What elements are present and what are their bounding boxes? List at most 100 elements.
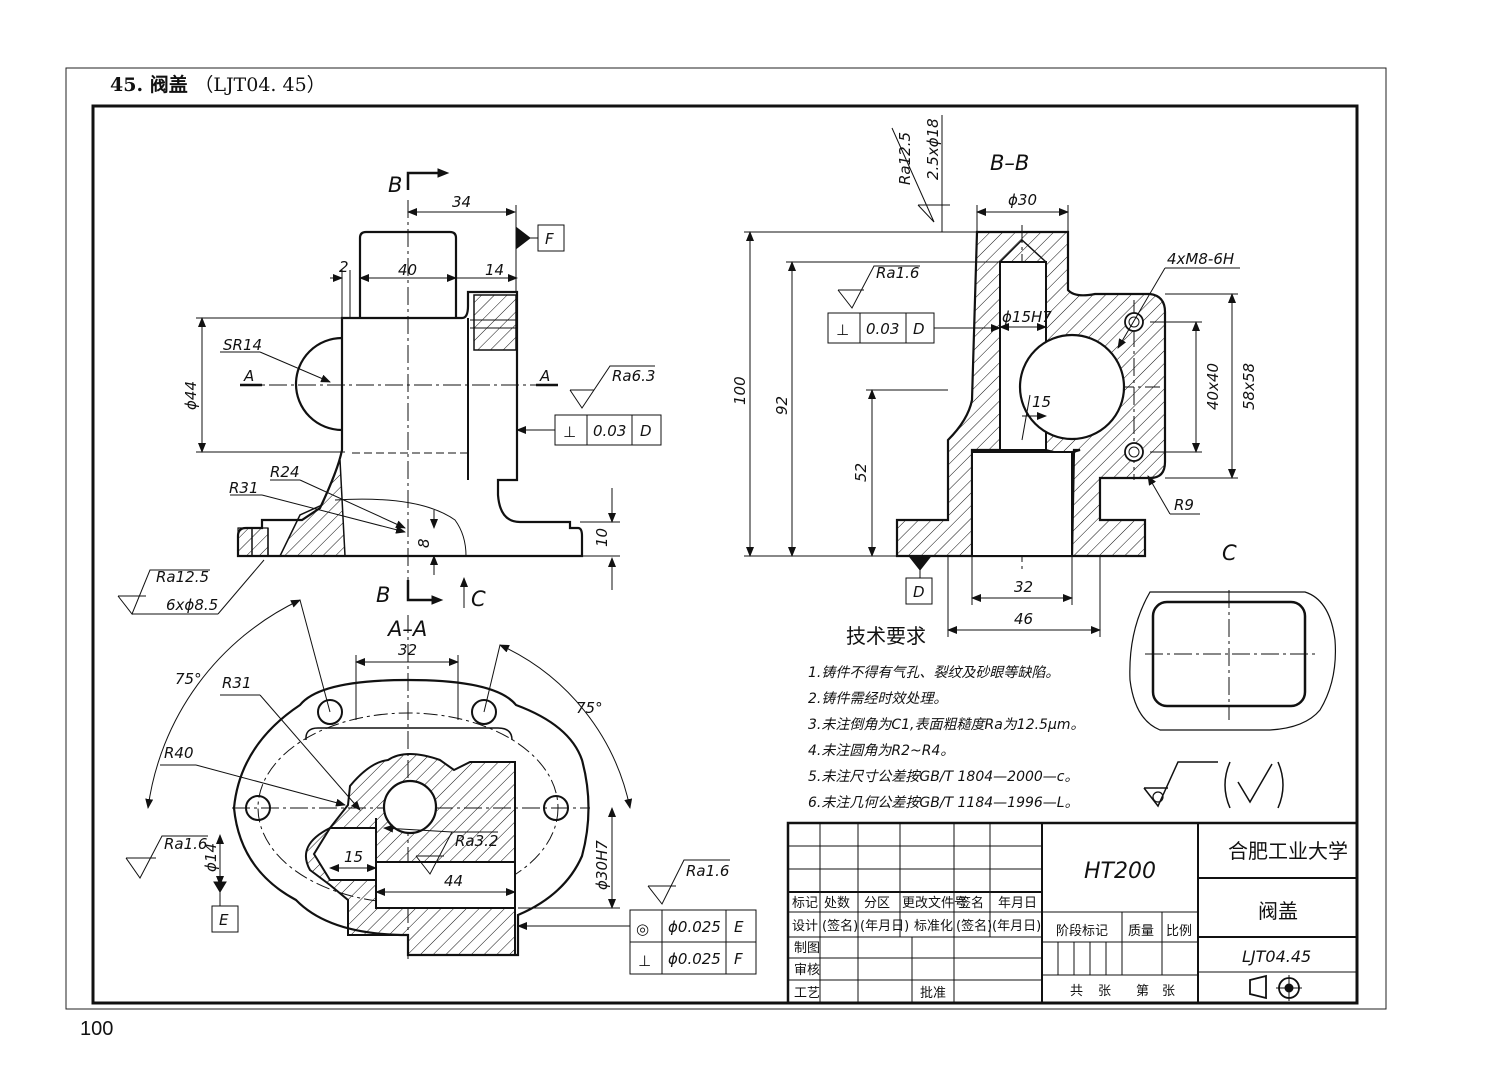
tech-req-title: 技术要求 [846, 624, 926, 648]
heading-number: 45. [110, 74, 144, 96]
view-c [1129, 590, 1337, 809]
material-label: HT200 [1084, 859, 1156, 884]
datum-e-label: E [219, 911, 229, 929]
hdr-change-doc: 更改文件号 [902, 896, 967, 911]
dim-34: 34 [452, 193, 471, 211]
technical-requirements: 技术要求 1.铸件不得有气孔、裂纹及砂眼等缺陷。 2.铸件需经时效处理。 3.未… [808, 624, 1085, 811]
section-a-right: A [539, 367, 550, 385]
section-b-label-bottom: B [376, 583, 390, 607]
roughness-bore-ra1-6: Ra1.6 [876, 264, 919, 282]
aa-tol1-datum: E [734, 918, 744, 936]
dim-40x40: 40x40 [1204, 363, 1222, 410]
drawing-number: LJT04.45 [1242, 947, 1311, 966]
dim-15-aa: 15 [344, 848, 363, 866]
section-aa-dimensions [125, 599, 757, 975]
sheets-unit-2: 张 [1162, 984, 1175, 999]
scale-label: 比例 [1166, 924, 1192, 939]
approve-label: 批准 [920, 986, 946, 1001]
section-bb-labels: B–B ϕ30 100 92 52 ϕ15H7 15 32 46 4xM8-6H… [731, 118, 1258, 628]
front-view [236, 200, 584, 580]
page-number: 100 [80, 1018, 114, 1040]
design-sign: (签名) [822, 918, 858, 934]
dim-sr14: SR14 [223, 336, 262, 354]
design-date: (年月日) [860, 919, 909, 934]
roughness-right-ra1-6: Ra1.6 [686, 862, 729, 880]
draw-label: 制图 [794, 941, 820, 956]
dim-r31-aa: R31 [222, 674, 252, 692]
design-label: 设计 [792, 919, 818, 934]
tech-req-4: 4.未注圆角为R2~R4。 [808, 743, 954, 759]
thread-note: 4xM8-6H [1167, 250, 1234, 268]
holes-note: 6xϕ8.5 [166, 596, 218, 614]
section-aa-title: A–A [386, 617, 427, 641]
datum-d-label: D [913, 583, 925, 601]
section-aa-labels: A–A 32 75° 75° R31 R40 ϕ14 15 44 ϕ30H7 E… [164, 617, 744, 970]
bb-tolerance-value: 0.03 [866, 320, 899, 338]
std-sign: (签名) [956, 918, 992, 934]
hdr-date: 年月日 [998, 896, 1037, 911]
view-c-arrow-label: C [471, 587, 486, 611]
bb-tolerance-symbol: ⊥ [836, 321, 849, 339]
tolerance-symbol: ⊥ [563, 423, 576, 441]
aa-tol1-value: ϕ0.025 [668, 918, 721, 936]
hdr-zone: 分区 [864, 896, 890, 911]
standardization-label: 标准化 [914, 919, 953, 934]
drawing-frame [91, 104, 1359, 1005]
dim-dia15h7: ϕ15H7 [1002, 308, 1052, 326]
aa-tol1-symbol: ◎ [636, 920, 649, 938]
roughness-top-ra12-5: Ra12.5 [896, 132, 914, 185]
dim-8: 8 [415, 538, 433, 548]
dim-10: 10 [593, 528, 611, 547]
dim-2: 2 [339, 258, 349, 276]
front-view-labels: B B 34 40 14 2 SR14 ϕ44 R24 R31 8 10 A A… [156, 173, 655, 614]
dim-r9: R9 [1174, 496, 1194, 514]
angle-right: 75° [576, 699, 603, 717]
sheet-index-label: 第 [1136, 984, 1149, 999]
dim-dia30: ϕ30 [1008, 191, 1037, 209]
process-label: 工艺 [794, 986, 820, 1001]
section-bb-title: B–B [990, 151, 1029, 175]
tech-req-2: 2.铸件需经时效处理。 [808, 691, 947, 707]
section-a-left: A [243, 367, 254, 385]
title-block [786, 821, 1359, 1005]
tech-req-1: 1.铸件不得有气孔、裂纹及砂眼等缺陷。 [808, 665, 1059, 681]
dim-100: 100 [731, 376, 749, 405]
dim-92: 92 [773, 396, 791, 415]
dim-46: 46 [1014, 610, 1033, 628]
dim-14: 14 [485, 261, 504, 279]
tech-req-5: 5.未注尺寸公差按GB/T 1804—2000—c。 [808, 769, 1078, 785]
hdr-mark: 标记 [792, 896, 818, 911]
mass-label: 质量 [1128, 924, 1154, 939]
dim-52: 52 [852, 463, 870, 482]
dim-15: 15 [1032, 393, 1051, 411]
dim-dia14: ϕ14 [202, 843, 220, 872]
sheet-border [65, 67, 1387, 1010]
stage-label: 阶段标记 [1056, 924, 1108, 939]
section-bb [895, 225, 1167, 605]
front-view-dimensions [117, 168, 662, 615]
bb-tolerance-datum: D [913, 320, 925, 338]
dim-32-aa: 32 [398, 641, 417, 659]
sheets-total-label: 共 [1070, 984, 1083, 999]
hdr-count: 处数 [824, 896, 850, 911]
aa-tol2-datum: F [734, 950, 743, 968]
dim-58x58: 58x58 [1240, 363, 1258, 410]
part-name: 阀盖 [1258, 899, 1298, 923]
drawing-heading: 45. 阀盖 （LJT04. 45） [110, 70, 326, 97]
aa-tol2-symbol: ⊥ [638, 952, 651, 970]
sheets-unit-1: 张 [1098, 984, 1111, 999]
tech-req-6: 6.未注几何公差按GB/T 1184—1996—L。 [808, 795, 1079, 811]
dim-r40: R40 [164, 744, 194, 762]
dim-32-bb: 32 [1014, 578, 1033, 596]
dim-dia44: ϕ44 [182, 381, 200, 410]
dim-40: 40 [398, 261, 417, 279]
aa-tol2-value: ϕ0.025 [668, 950, 721, 968]
dim-dia30h7: ϕ30H7 [593, 840, 611, 890]
school-name: 合肥工业大学 [1228, 839, 1348, 863]
title-block-text: HT200 合肥工业大学 阀盖 LJT04.45 标记 处数 分区 更改文件号 … [792, 839, 1348, 1001]
dim-r31: R31 [229, 479, 259, 497]
tolerance-datum: D [640, 422, 652, 440]
dim-r24: R24 [270, 463, 300, 481]
roughness-left-ra1-6: Ra1.6 [164, 835, 207, 853]
